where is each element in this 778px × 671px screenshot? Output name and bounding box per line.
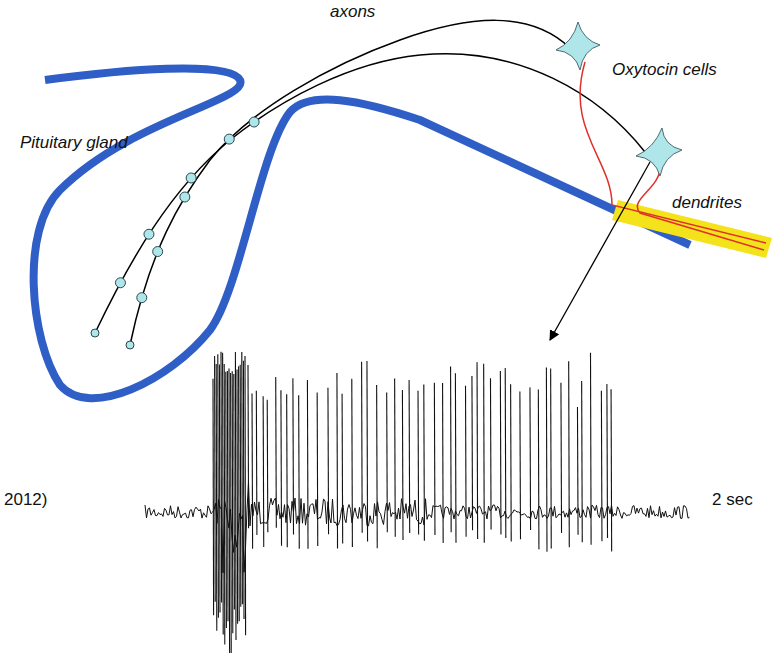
action-potential [280, 390, 282, 546]
label-text: Oxytocin cells [612, 60, 717, 80]
action-potential [560, 383, 562, 533]
oxytocin-cell [556, 22, 600, 70]
action-potential [505, 368, 507, 538]
action-potential [217, 354, 219, 618]
axon-terminal [249, 117, 259, 127]
action-potential [292, 378, 294, 534]
action-potential [376, 385, 378, 548]
action-potential [442, 383, 444, 543]
action-potential [490, 378, 492, 529]
action-potential [298, 395, 300, 548]
action-potential [471, 376, 473, 530]
action-potential [529, 387, 531, 530]
action-potential [601, 391, 603, 541]
action-potential [317, 393, 319, 546]
action-potential [247, 365, 249, 528]
action-potential [483, 364, 485, 543]
action-potential [233, 374, 235, 609]
action-potential [519, 391, 521, 539]
action-potential [577, 407, 579, 535]
axon [130, 20, 570, 345]
action-potential [236, 369, 238, 623]
spike-trace [145, 352, 690, 653]
action-potential [220, 352, 222, 603]
action-potential [606, 384, 608, 538]
axon-terminal [115, 278, 125, 288]
action-potential [546, 367, 548, 551]
oxytocin-cell [636, 128, 682, 176]
action-potential [240, 365, 242, 607]
axon-terminal [137, 293, 147, 303]
action-potential [230, 373, 232, 653]
action-potential [550, 368, 552, 548]
action-potential [251, 393, 253, 548]
recording-arrow [550, 162, 650, 340]
action-potential [235, 352, 237, 640]
action-potential [336, 373, 338, 549]
action-potential [538, 389, 540, 549]
action-potential [227, 371, 229, 621]
dendrite [580, 62, 766, 243]
axon-terminal [180, 192, 190, 202]
action-potential [256, 391, 258, 535]
action-potential [510, 384, 512, 541]
action-potential [455, 373, 457, 543]
axon-terminal [153, 247, 163, 257]
action-potential [243, 361, 245, 619]
action-potential [244, 356, 246, 635]
dendrite [637, 168, 764, 250]
axon-terminal [224, 134, 234, 144]
action-potential [500, 371, 502, 535]
action-potential [394, 378, 396, 536]
action-potential [409, 380, 411, 533]
action-potential [327, 388, 329, 534]
action-potential [216, 364, 218, 631]
action-potential [611, 389, 613, 551]
action-potential [581, 381, 583, 542]
action-potential [286, 394, 288, 547]
axon [95, 54, 645, 333]
action-potential [241, 352, 243, 604]
action-potential [275, 377, 277, 528]
action-potential [402, 390, 404, 540]
action-potential [476, 362, 478, 539]
action-potential [434, 383, 436, 535]
label-text: Pituitary gland [20, 133, 128, 153]
action-potential [351, 379, 353, 547]
axon-terminal [91, 329, 99, 337]
action-potential [224, 364, 226, 644]
pituitary-outline [34, 68, 690, 398]
action-potential [219, 364, 221, 612]
action-potential [568, 361, 570, 547]
axon-terminal [144, 229, 154, 239]
axon-terminal [186, 173, 196, 183]
action-potential [238, 366, 240, 621]
axon-terminal [126, 341, 134, 349]
action-potential [212, 379, 214, 616]
action-potential [307, 380, 309, 549]
action-potential [263, 396, 265, 547]
action-potential [361, 362, 363, 533]
action-potential [465, 386, 467, 537]
action-potential [423, 385, 425, 541]
label-text: dendrites [672, 193, 742, 213]
action-potential [214, 356, 216, 602]
label-text: 2012) [4, 490, 47, 510]
action-potential [267, 400, 269, 532]
action-potential [222, 353, 224, 635]
label-text: axons [330, 2, 375, 22]
action-potential [225, 372, 227, 628]
action-potential [342, 394, 344, 544]
label-text: 2 sec [712, 490, 753, 510]
action-potential [450, 366, 452, 532]
action-potential [366, 361, 368, 542]
action-potential [417, 391, 419, 535]
action-potential [590, 353, 592, 545]
action-potential [386, 393, 388, 533]
action-potential [232, 371, 234, 633]
action-potential [228, 368, 230, 653]
